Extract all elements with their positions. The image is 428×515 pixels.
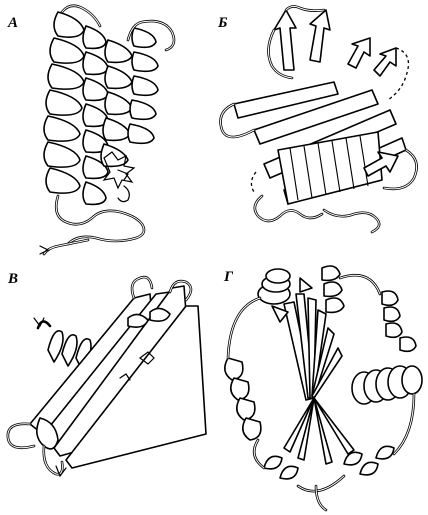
- helix-3: [101, 40, 132, 166]
- panel-a-helix-bundle-diagram: [0, 0, 214, 258]
- panel-b-label: Б: [218, 16, 228, 31]
- helix-g2: [322, 266, 344, 312]
- panel-g: Г: [214, 258, 428, 515]
- helix-4: [128, 28, 158, 143]
- panel-v-alpha-beta-diagram: [0, 258, 214, 515]
- panel-b: Б: [214, 0, 428, 258]
- helix-g3: [382, 291, 416, 351]
- panel-b-beta-sandwich-diagram: [214, 0, 428, 258]
- panel-v-label: В: [8, 272, 18, 287]
- helix-1: [44, 12, 84, 193]
- helix-g4: [352, 366, 422, 404]
- strand-arrow-3: [348, 38, 370, 68]
- panel-a: А: [0, 0, 214, 258]
- panel-v: В: [0, 258, 214, 515]
- n-terminus-arrow-icon: [34, 318, 44, 326]
- fan-arrow-2: [300, 278, 312, 292]
- panel-a-label: А: [8, 16, 18, 31]
- panel-g-label: Г: [224, 270, 233, 285]
- strand-arrow-2: [310, 10, 330, 62]
- strand-arrow-1: [274, 10, 296, 70]
- helix-g1: [258, 269, 290, 304]
- strand-arrow-4: [374, 48, 396, 76]
- panel-g-tim-barrel-diagram: [214, 258, 428, 515]
- helix-g5: [225, 358, 261, 440]
